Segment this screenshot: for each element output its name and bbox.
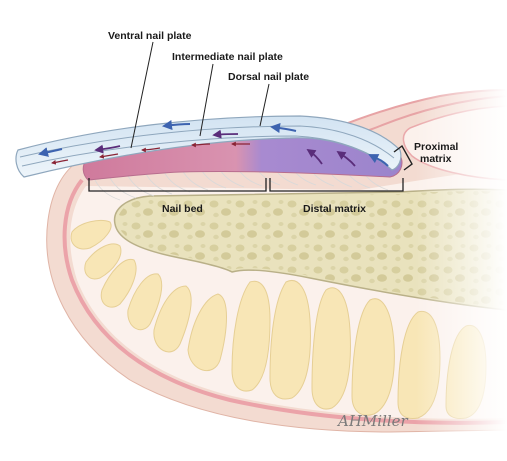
label-proximal-matrix-line1: Proximal <box>414 141 458 153</box>
ventral-leader-line <box>130 41 154 149</box>
label-proximal-matrix-line2: matrix <box>420 153 452 165</box>
distal-matrix-bracket <box>269 178 404 192</box>
label-dorsal-nail-plate: Dorsal nail plate <box>228 71 309 83</box>
illustrator-signature: AHMiller <box>336 412 409 430</box>
label-distal-matrix: Distal matrix <box>303 203 366 215</box>
label-ventral-nail-plate: Ventral nail plate <box>108 30 192 42</box>
intermediate-leader-line <box>199 63 214 137</box>
proximal-matrix-bracket <box>393 144 413 171</box>
label-nail-bed: Nail bed <box>162 203 203 215</box>
nail-bed-bracket <box>88 178 267 192</box>
label-intermediate-nail-plate: Intermediate nail plate <box>172 51 283 63</box>
dorsal-leader-line <box>259 83 270 127</box>
